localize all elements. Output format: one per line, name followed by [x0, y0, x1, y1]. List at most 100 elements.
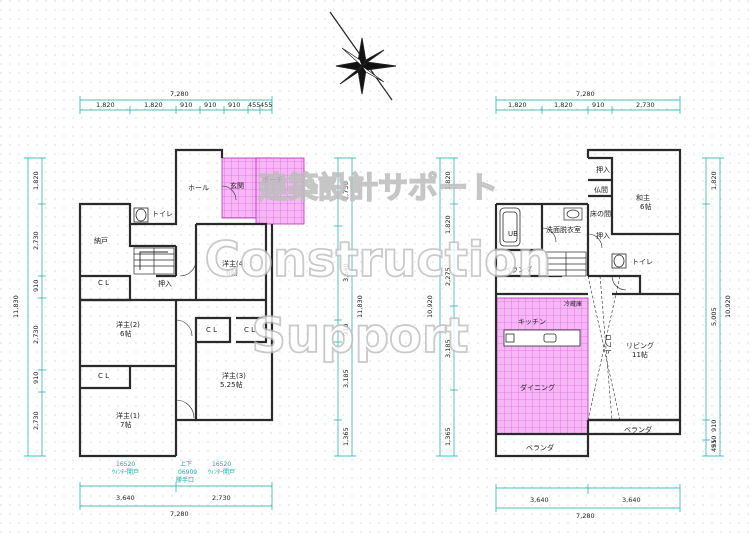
dim-top-seg-1f-3: 910 [180, 101, 192, 109]
floor-plan-2f: 押入 仏間 和主 6帖 床の間 UB 洗面脱衣室 押入 ベランダ トイレ キッチ… [426, 90, 732, 520]
window-note-1: 16520 [116, 461, 135, 468]
door-swings-1f [175, 185, 237, 419]
dim-top-seg-1f-2: 1,820 [144, 101, 163, 109]
kitchen-counter [503, 329, 581, 347]
room-nando: 納戸 [94, 236, 108, 245]
dim-right-seg-2f-1: 1,820 [710, 171, 718, 190]
dim-right-seg-2f-2: 5,005 [710, 307, 718, 326]
room-washitsu-size: 6帖 [640, 202, 651, 211]
kitchen-dining-tile-area [495, 297, 589, 435]
dim-right-seg-1f-4: 3,185 [342, 369, 350, 388]
dim-left-seg-1f-5: 910 [32, 372, 40, 384]
room-dining: ダイニング [520, 383, 555, 392]
room-closet-1-2f: 押入 [596, 165, 610, 174]
compass-rose-icon [329, 11, 397, 101]
dim-left-seg-2f-2: 1,820 [444, 215, 452, 234]
dim-right-seg-2f-4: 910 [710, 436, 718, 448]
door-swings-2f [541, 227, 627, 291]
dim-left-seg-1f-6: 2,730 [32, 411, 40, 430]
dim-left-seg-2f-3: 2,275 [444, 267, 452, 286]
room-porch: ポーチ [262, 176, 283, 184]
window-note-4: 06909 [178, 469, 197, 476]
dim-left-seg-2f-5: 1,365 [444, 427, 452, 446]
dim-top-total-1f: 7,280 [170, 90, 189, 98]
dim-top-seg-2f-4: 2,730 [636, 101, 655, 109]
room-veranda-2: ベランダ [624, 425, 652, 434]
room-closet: 押入 [158, 279, 172, 288]
room-toilet: トイレ [152, 210, 173, 218]
dim-left-seg-1f-3: 910 [32, 280, 40, 292]
dim-left-seg-1f-1: 1,820 [32, 171, 40, 190]
dim-left-seg-1f-4: 2,730 [32, 325, 40, 344]
dim-left-seg-1f-2: 2,730 [32, 231, 40, 250]
room-tokonoma: 床の間 [590, 209, 611, 218]
window-note-5: 勝手口 [176, 476, 194, 484]
dim-right-total-2f: 10,920 [724, 295, 732, 318]
dim-left-seg-2f-4: 3,185 [444, 339, 452, 358]
dim-bottom-seg-2-1f: 2,730 [212, 494, 231, 502]
window-note-3: 上下 [180, 460, 192, 468]
window-note-6: 16520 [212, 461, 231, 468]
dimension-lines-1f [24, 96, 356, 510]
sink-icon [563, 207, 583, 221]
dimension-lines-2f [436, 96, 724, 512]
room-youshitsu-1-size: 7帖 [120, 420, 131, 429]
watermark-line-2: Construction [205, 232, 552, 288]
dim-right-seg-2f-5: 455 [710, 440, 718, 452]
room-living: リビング [626, 341, 654, 350]
room-closet-2-2f: 押入 [596, 231, 610, 240]
room-youshitsu-3: 洋主(3) [222, 371, 246, 380]
dim-left-seg-2f-1: 1,820 [444, 171, 452, 190]
room-veranda-3: ベランダ [526, 443, 554, 452]
room-butsuma: 仏間 [594, 186, 608, 194]
room-youshitsu-3-size: 5.25帖 [220, 380, 243, 389]
room-youshitsu-1: 洋主(1) [116, 411, 140, 420]
dim-top-seg-2f-1: 1,820 [508, 101, 527, 109]
room-living-size: 11帖 [632, 350, 648, 359]
room-washitsu: 和主 [636, 193, 650, 202]
dim-bottom-total-1f: 7,280 [170, 510, 189, 518]
dim-top-seg-1f-7: 455 [260, 101, 272, 109]
dim-top-seg-2f-3: 910 [592, 101, 604, 109]
room-loft: ロフト [604, 334, 612, 355]
dim-top-seg-2f-2: 1,820 [554, 101, 573, 109]
room-bath: UB [508, 230, 518, 238]
room-veranda-1: ベランダ [504, 265, 532, 274]
dim-bottom-seg-2-2f: 3,640 [622, 496, 641, 504]
side-dimension-labels: 1,8202,7309102,7309102,7302,7303,6409103… [32, 171, 718, 452]
room-cl-2: C L [98, 372, 109, 380]
dim-left-total-2f: 10,920 [426, 295, 434, 318]
room-youshitsu-4-size: 6帖 [226, 268, 237, 277]
window-note-2: ｳｨﾝﾀｰ開戸 [112, 469, 139, 476]
dim-left-total-1f: 11,830 [12, 295, 20, 318]
toilet-2f-icon [611, 253, 627, 269]
watermark-line-3: Support [251, 308, 468, 364]
dim-top-seg-1f-4: 910 [204, 101, 216, 109]
room-youshitsu-2: 洋主(2) [116, 320, 140, 329]
stairs-2f [545, 251, 587, 277]
fridge-label: 冷蔵庫 [564, 300, 582, 308]
dim-right-seg-1f-3: 910 [342, 324, 350, 336]
dim-top-seg-1f-5: 910 [228, 101, 240, 109]
room-genkan: 玄関 [230, 181, 244, 190]
dim-right-seg-1f-1: 2,730 [342, 181, 350, 200]
walls-2f [494, 148, 682, 458]
watermark: 建築設計サポート Construction Support [204, 170, 553, 365]
room-youshitsu-2-size: 6帖 [120, 329, 131, 338]
walls-1f [78, 148, 274, 458]
loft-lines [587, 275, 621, 421]
watermark-line-1: 建築設計サポート [258, 171, 498, 206]
toilet-icon [133, 207, 149, 223]
room-hall: ホール [188, 184, 209, 192]
room-senmen: 洗面脱衣室 [546, 225, 581, 234]
room-cl-3: C L [206, 326, 217, 334]
dim-bottom-seg-1-1f: 3,640 [116, 494, 135, 502]
stairs-1f [133, 247, 175, 275]
dim-top-seg-1f-6: 455 [248, 101, 260, 109]
room-youshitsu-4: 洋主(4) [222, 259, 246, 268]
floor-plan-1f: ホール 玄関 ポーチ 納戸 C L 洋主(2) 6帖 C L 洋主(1) 7帖 … [12, 90, 364, 518]
dim-right-seg-2f-3: 910 [710, 420, 718, 432]
dim-top-total-2f: 7,280 [576, 90, 595, 98]
